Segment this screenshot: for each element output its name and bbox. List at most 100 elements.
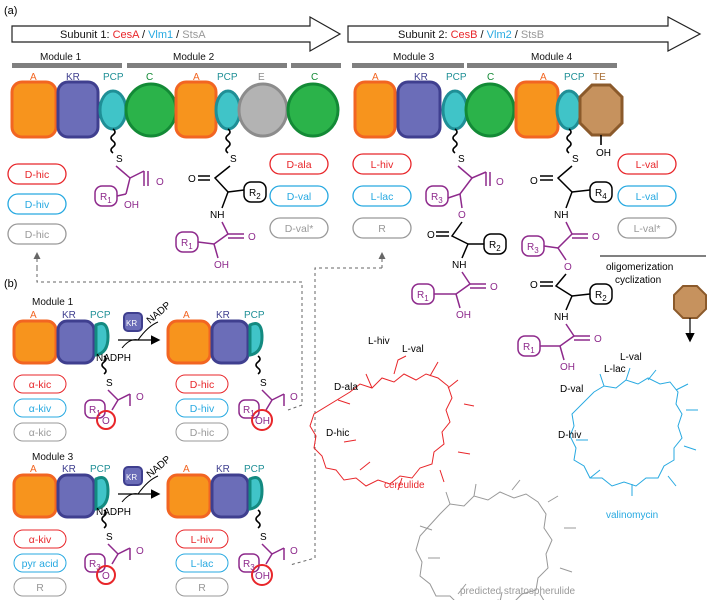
te-icon (673, 285, 707, 319)
svg-text:S: S (458, 154, 465, 165)
m1-monomer-structure (94, 165, 149, 207)
svg-text:L-hiv: L-hiv (371, 159, 395, 171)
svg-text:oligomerization: oligomerization (606, 262, 673, 273)
val-label-dhiv: D-hiv (558, 430, 581, 441)
panel-a-label: (a) (4, 5, 17, 17)
svg-text:R1: R1 (100, 192, 112, 205)
svg-text:OH: OH (560, 362, 575, 373)
svg-text:R: R (36, 582, 44, 594)
svg-text:S: S (230, 154, 237, 165)
svg-text:R4: R4 (595, 188, 607, 201)
svg-text:α-kic: α-kic (29, 379, 51, 391)
svg-text:NH: NH (452, 260, 466, 271)
svg-text:O: O (188, 174, 196, 185)
m1-A-domain (10, 80, 58, 139)
svg-text:S: S (106, 378, 113, 389)
svg-text:NADP: NADP (145, 454, 174, 480)
m2-A-domain (174, 80, 218, 139)
svg-text:O: O (496, 177, 504, 188)
m2-pills: D-ala D-val D-val* (269, 153, 329, 239)
b-m1-product-pills: D-hic D-hiv D-hic (175, 374, 229, 442)
cesB-text: CesB (451, 29, 478, 41)
m2-C-domain (124, 82, 178, 138)
svg-text:KR: KR (126, 473, 137, 482)
subunit1-arrow: Subunit 1: CesA / Vlm1 / StsA (11, 15, 342, 53)
svg-text:O: O (530, 176, 538, 187)
svg-text:A: A (30, 72, 37, 83)
svg-text:R2: R2 (249, 188, 261, 201)
svg-text:R1: R1 (181, 238, 193, 251)
module1-label: Module 1 (40, 52, 82, 63)
cereulide-label: cereulide (384, 480, 425, 491)
module2-label: Module 2 (173, 52, 215, 63)
vlm2-text: Vlm2 (487, 29, 512, 41)
svg-text:D-hic: D-hic (25, 229, 50, 241)
stsB-text: StsB (521, 29, 544, 41)
m3-pills: L-hiv L-lac R (352, 153, 412, 239)
m3-ester-chain (436, 221, 507, 259)
svg-text:A: A (183, 310, 190, 321)
stratospherulide-label: predicted stratospherulide (460, 586, 576, 597)
m4-TE-domain (578, 83, 624, 137)
m2-E-domain (237, 82, 289, 138)
svg-text:S: S (260, 532, 267, 543)
svg-text:O: O (592, 232, 600, 243)
svg-text:C: C (146, 72, 153, 83)
svg-text:L-lac: L-lac (371, 191, 394, 203)
svg-text:R1: R1 (243, 405, 255, 418)
svg-text:Subunit 2: CesB / Vlm2 / StsB: Subunit 2: CesB / Vlm2 / StsB (398, 29, 544, 41)
b-module3-label: Module 3 (32, 452, 74, 463)
svg-text:α-kic: α-kic (29, 427, 51, 439)
svg-text:D-hiv: D-hiv (190, 403, 215, 415)
svg-text:D-val*: D-val* (285, 223, 314, 235)
svg-text:KR: KR (126, 319, 137, 328)
m4-monomer-structure (540, 165, 613, 209)
val-label-llac: L-lac (604, 364, 626, 375)
module4-label: Module 4 (531, 52, 573, 63)
m2-PCP-domain (214, 89, 242, 131)
svg-text:O: O (102, 571, 110, 582)
svg-text:S: S (116, 154, 123, 165)
svg-text:α-kiv: α-kiv (29, 403, 52, 415)
svg-text:KR: KR (62, 310, 76, 321)
svg-text:O: O (290, 392, 298, 403)
svg-text:R3: R3 (89, 559, 101, 572)
m1-KR-domain (56, 80, 100, 139)
svg-text:O: O (490, 282, 498, 293)
svg-text:D-hiv: D-hiv (25, 199, 50, 211)
valinomycin-structure (569, 367, 698, 496)
cer-label-dala: D-ala (334, 382, 358, 393)
svg-text:R: R (378, 223, 386, 235)
svg-text:L-val*: L-val* (634, 223, 661, 235)
svg-text:KR: KR (62, 464, 76, 475)
cer-label-lval: L-val (402, 344, 424, 355)
svg-text:D-hic: D-hic (190, 379, 215, 391)
svg-text:PCP: PCP (90, 310, 111, 321)
m4-A-domain (514, 80, 560, 139)
svg-text:A: A (183, 464, 190, 475)
svg-text:S: S (572, 154, 579, 165)
svg-text:KR: KR (414, 72, 428, 83)
cereulide-structure (309, 355, 475, 491)
svg-text:OH: OH (596, 148, 611, 159)
svg-text:O: O (156, 177, 164, 188)
svg-text:Subunit 1: CesA / Vlm1 / StsA: Subunit 1: CesA / Vlm1 / StsA (60, 29, 206, 41)
module3-label: Module 3 (393, 52, 435, 63)
svg-text:OH: OH (255, 571, 270, 582)
svg-text:E: E (258, 72, 265, 83)
cesA-text: CesA (113, 29, 141, 41)
svg-text:S: S (260, 378, 267, 389)
svg-text:O: O (427, 230, 435, 241)
svg-text:PCP: PCP (244, 464, 265, 475)
svg-text:L-lac: L-lac (191, 558, 214, 570)
panel-b-label: (b) (4, 278, 17, 290)
svg-text:OH: OH (214, 260, 229, 271)
b-m3-domains (12, 473, 264, 519)
m1-pills: D-hic D-hiv D-hic (7, 163, 67, 245)
stsA-text: StsA (182, 29, 206, 41)
svg-text:NADPH: NADPH (96, 507, 131, 518)
oligomerization-step: oligomerization cyclization (600, 255, 707, 343)
cer-label-lhiv: L-hiv (368, 336, 390, 347)
svg-text:C: C (487, 72, 494, 83)
m4-ester-chain (540, 273, 613, 311)
